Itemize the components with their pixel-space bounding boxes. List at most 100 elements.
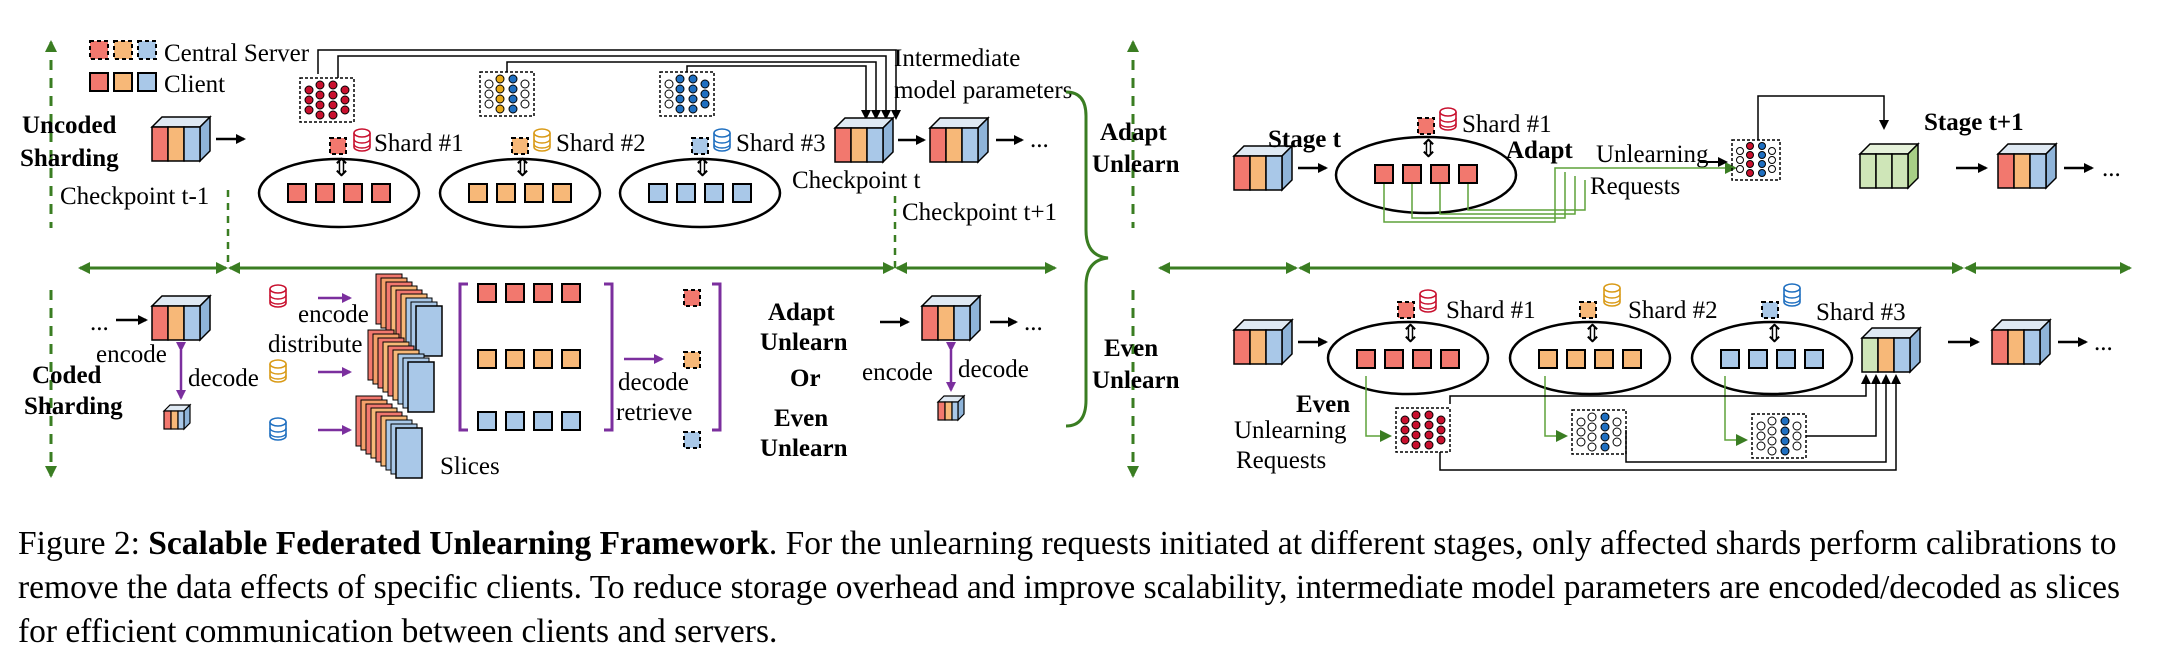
even-shard-2-ellipse — [1508, 320, 1672, 396]
server-model-red — [299, 77, 355, 123]
even-client-row-orange — [1538, 349, 1642, 369]
bidirectional-arrow-icon: ⇕ — [1764, 321, 1785, 348]
database-icon — [533, 128, 551, 152]
small-model-cube — [163, 404, 191, 430]
ellipsis: ... — [1030, 126, 1049, 153]
slices-label: Slices — [440, 453, 500, 480]
intermediate-parameter-lines — [317, 49, 901, 120]
adapt-req-2: Requests — [1590, 173, 1680, 200]
caption-title: Scalable Federated Unlearning Framework — [148, 525, 769, 562]
decode-retrieve-1: decode — [618, 369, 689, 396]
server-orange-swatch — [113, 40, 133, 60]
uncoded-title-2: Sharding — [20, 145, 119, 172]
even-shard-1-ellipse — [1326, 320, 1490, 396]
left-bracket — [458, 282, 468, 432]
even-model-cube-next — [1991, 319, 2051, 365]
even-server-model-2 — [1571, 409, 1627, 455]
uncoded-title-1: Uncoded — [22, 112, 117, 139]
even-label: Even — [1296, 391, 1350, 418]
client-row-blue — [648, 183, 752, 203]
encode-distribute-2: distribute — [268, 331, 362, 358]
even-req-2: Requests — [1236, 447, 1326, 474]
adapt-label: Adapt — [1506, 137, 1573, 164]
server-model-blue — [659, 71, 715, 117]
uncoded-shard-2: Shard #2 ⇕ — [438, 71, 646, 229]
adapt-model-cube-next — [1997, 143, 2057, 189]
caption-body: . For the unlearning requests initiated … — [18, 525, 2120, 650]
coded-model-cube — [151, 295, 211, 341]
retrieve-bracket — [712, 282, 722, 432]
server-model-yellow — [479, 71, 535, 117]
coded-encode-label-2: encode — [862, 359, 933, 386]
even-shard-3: Shard #3 ⇕ — [1690, 283, 1906, 396]
intermediate-label-1: Intermediate — [894, 45, 1020, 72]
even-shard-2-label: Shard #2 — [1628, 297, 1718, 324]
shard-1-ellipse — [257, 157, 421, 229]
bidirectional-arrow-icon: ⇕ — [512, 155, 533, 182]
legend: Central Server Client — [89, 40, 310, 98]
server-red-swatch — [89, 40, 109, 60]
adapt-client-row — [1374, 164, 1478, 184]
coded-decode-label: decode — [188, 365, 259, 392]
coded-ellipsis-end: ... — [1024, 309, 1043, 336]
database-icon — [1419, 289, 1437, 313]
coded-ellipsis-start: ... — [90, 309, 109, 336]
server-node-red — [1417, 117, 1435, 135]
even-aggregate-lines — [1439, 374, 1901, 471]
database-icon — [353, 128, 371, 152]
coded-decode-label-2: decode — [958, 356, 1029, 383]
even-title-2: Unlearn — [1092, 367, 1180, 394]
database-icon — [1439, 107, 1457, 131]
choice-unlearn-2: Unlearn — [760, 435, 848, 462]
database-icon — [1783, 283, 1801, 307]
even-server-model-1 — [1395, 407, 1451, 453]
server-node-red — [329, 137, 347, 155]
figure-caption: Figure 2: Scalable Federated Unlearning … — [18, 522, 2158, 654]
legend-client: Client — [164, 71, 225, 98]
even-shard-3-label: Shard #3 — [1816, 299, 1906, 326]
even-shard-2: Shard #2 ⇕ — [1508, 283, 1718, 396]
even-shard-3-ellipse — [1690, 320, 1854, 396]
choice-even: Even — [774, 405, 828, 432]
adapt-title-2: Unlearn — [1092, 151, 1180, 178]
uncoded-shard-1: Shard #1 ⇕ — [257, 77, 464, 229]
coded-encode-label: encode — [96, 341, 167, 368]
server-node-blue — [1761, 301, 1779, 319]
uncoded-shard-2-label: Shard #2 — [556, 130, 646, 157]
bidirectional-arrow-icon: ⇕ — [1400, 321, 1421, 348]
adapt-title-1: Adapt — [1100, 119, 1167, 146]
right-bracket — [604, 282, 614, 432]
client-row-red — [287, 183, 391, 203]
decoded-model-cube — [921, 295, 981, 341]
bidirectional-arrow-icon: ⇕ — [692, 155, 713, 182]
checkpoint-next: Checkpoint t+1 — [902, 199, 1057, 226]
choice-or: Or — [790, 365, 821, 392]
even-server-model-3 — [1751, 413, 1807, 459]
even-shard-1-label: Shard #1 — [1446, 297, 1536, 324]
database-icon — [1603, 283, 1621, 307]
choice-adapt: Adapt — [768, 299, 835, 326]
coded-row-red — [477, 283, 581, 303]
database-icon — [269, 284, 287, 308]
client-row-orange — [468, 183, 572, 203]
intermediate-label-2: model parameters — [894, 77, 1072, 104]
uncoded-shard-1-label: Shard #1 — [374, 130, 464, 157]
adapt-server-model — [1731, 139, 1781, 181]
even-client-row-blue — [1720, 349, 1824, 369]
coded-title-2: Sharding — [24, 393, 123, 420]
retrieved-node-red — [683, 289, 701, 307]
even-shard-1: Shard #1 ⇕ — [1326, 289, 1536, 396]
adapt-shard-label: Shard #1 — [1462, 111, 1552, 138]
encode-distribute-1: encode — [298, 301, 369, 328]
client-orange-swatch — [113, 72, 133, 92]
bidirectional-arrow-icon: ⇕ — [1582, 321, 1603, 348]
even-model-cube — [1233, 319, 1293, 365]
adapt-shard-1: Shard #1 ⇕ — [1334, 107, 1552, 215]
checkpoint-cur: Checkpoint t — [792, 167, 921, 194]
uncoded-shard-3-label: Shard #3 — [736, 130, 826, 157]
curly-brace — [1065, 90, 1109, 428]
database-icon — [713, 128, 731, 152]
database-icon — [269, 417, 287, 441]
server-node-red — [1397, 301, 1415, 319]
client-red-swatch — [89, 72, 109, 92]
